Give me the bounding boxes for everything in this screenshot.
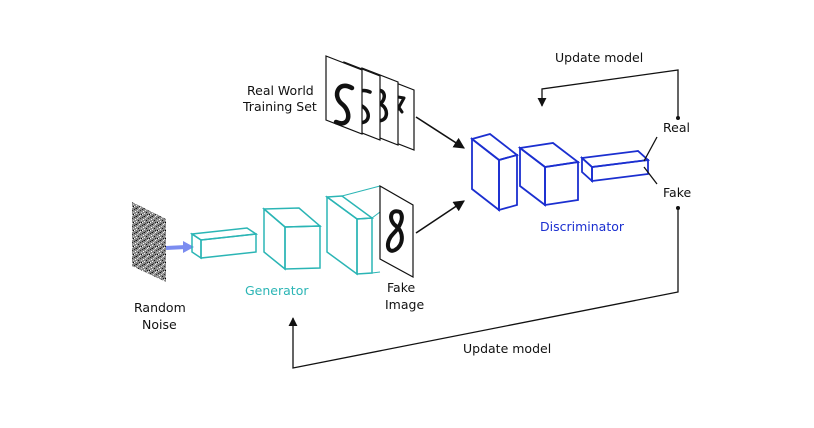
fake-image (379, 184, 414, 279)
discriminator-layer-2 (517, 142, 581, 207)
random-noise-label: Random Noise (134, 300, 190, 332)
discriminator-layer-3 (579, 150, 651, 184)
projection-line-mid (371, 211, 381, 219)
generator-layer-2 (262, 207, 322, 271)
update-generator-loop (288, 206, 680, 369)
update-model-top-label: Update model (555, 50, 643, 65)
real-output-label: Real (663, 120, 690, 135)
generator-layer-1 (189, 227, 259, 260)
training-card-1 (325, 55, 363, 135)
discriminator-layer-1 (470, 133, 519, 212)
random-noise-image (132, 202, 166, 282)
discriminator-network (470, 133, 658, 212)
real-world-training-set (325, 55, 415, 151)
generator-layer-3 (324, 195, 375, 276)
discriminator-label: Discriminator (540, 219, 625, 234)
fake-output-line (643, 166, 658, 185)
digit-glyph-1 (333, 83, 355, 126)
real-world-label: Real World Training Set (242, 83, 318, 114)
generator-label: Generator (245, 283, 309, 298)
noise-to-generator-arrow (165, 241, 194, 253)
fake-image-label: Fake Image (385, 280, 424, 312)
digit-eight-glyph (386, 209, 404, 253)
real-to-discriminator-arrow (415, 116, 465, 149)
fake-to-discriminator-arrow (415, 200, 465, 234)
fake-output-label: Fake (663, 185, 691, 200)
update-model-bottom-label: Update model (463, 341, 551, 356)
generator-network (189, 185, 381, 276)
projection-line-bottom (371, 271, 381, 274)
update-discriminator-loop (537, 69, 680, 120)
real-output-line (643, 136, 658, 162)
projection-line-top (341, 185, 381, 197)
